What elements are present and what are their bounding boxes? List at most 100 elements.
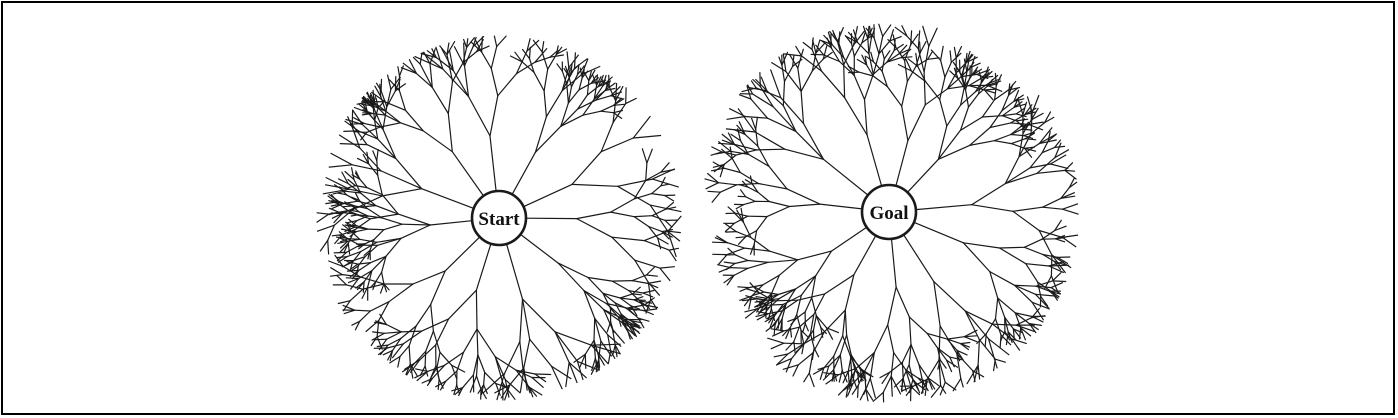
- tree-edge: [400, 224, 431, 239]
- tree-edge: [901, 105, 909, 142]
- tree-edge: [436, 366, 440, 379]
- tree-edge: [986, 83, 997, 87]
- tree-edge: [1020, 327, 1027, 341]
- tree-edge: [560, 108, 579, 127]
- tree-edge: [597, 354, 605, 366]
- tree-edge: [395, 157, 423, 190]
- tree-edge: [358, 103, 367, 111]
- tree-edge: [1043, 116, 1055, 124]
- tree-edge: [466, 38, 469, 49]
- tree-edge: [439, 380, 447, 391]
- tree-edge: [1056, 256, 1069, 264]
- tree-edge: [833, 370, 838, 382]
- tree-edge: [804, 323, 809, 332]
- tree-edge: [387, 74, 392, 90]
- tree-edge: [342, 200, 359, 205]
- tree-edge: [971, 68, 983, 77]
- tree-edge: [354, 131, 368, 133]
- tree-edge: [582, 110, 602, 116]
- tree-edge: [651, 185, 662, 195]
- tree-edge: [915, 52, 919, 67]
- tree-edge: [401, 223, 431, 226]
- tree-edge: [316, 213, 330, 223]
- tree-edge: [820, 326, 824, 338]
- tree-edge: [436, 351, 441, 368]
- tree-edge: [600, 340, 613, 357]
- tree-edge: [974, 82, 990, 93]
- tree-edge: [989, 271, 1016, 286]
- tree-edge: [1060, 187, 1070, 199]
- tree-edge: [651, 168, 675, 180]
- tree-edge: [435, 56, 454, 72]
- tree-edge: [421, 318, 450, 332]
- tree-edge: [869, 352, 875, 379]
- tree-edge: [1041, 206, 1064, 210]
- tree-edge: [576, 64, 580, 76]
- tree-edge: [933, 281, 941, 327]
- tree-edge: [543, 90, 548, 118]
- tree-edge: [426, 50, 437, 59]
- tree-edge: [605, 302, 621, 316]
- tree-edge: [881, 371, 891, 384]
- start-node-label: Start: [478, 209, 520, 230]
- tree-edge: [364, 239, 375, 245]
- tree-edge: [470, 41, 483, 53]
- tree-edge: [329, 274, 343, 277]
- tree-edge: [851, 384, 859, 395]
- tree-edge: [399, 345, 410, 358]
- tree-edge: [773, 353, 789, 358]
- tree-edge: [614, 85, 624, 102]
- tree-edge: [439, 45, 448, 56]
- tree-edge: [734, 212, 749, 217]
- tree-edge: [863, 73, 874, 101]
- tree-edge: [1030, 111, 1033, 135]
- tree-edge: [381, 217, 403, 225]
- tree-edge: [949, 70, 959, 80]
- tree-edge: [822, 158, 869, 196]
- tree-edge: [497, 72, 518, 97]
- tree-edge: [1001, 115, 1018, 122]
- tree-edge: [1007, 331, 1017, 341]
- tree-edge: [833, 335, 844, 357]
- tree-edge: [600, 104, 615, 112]
- tree-edge: [1007, 87, 1019, 96]
- goal-node: Goal: [860, 183, 918, 241]
- tree-edge: [845, 384, 849, 398]
- tree-edge: [568, 54, 579, 69]
- tree-edge: [804, 297, 813, 313]
- tree-edge: [734, 254, 749, 262]
- tree-edge: [356, 100, 371, 105]
- tree-edge: [1001, 113, 1017, 117]
- tree-edge: [910, 33, 919, 46]
- tree-edge: [397, 355, 401, 368]
- tree-edge: [453, 45, 466, 67]
- tree-edge: [633, 216, 650, 228]
- tree-edge: [325, 184, 350, 190]
- tree-edge: [593, 89, 606, 100]
- tree-edge: [373, 108, 384, 130]
- tree-edge: [723, 261, 736, 265]
- tree-edge: [412, 56, 421, 65]
- tree-edge: [782, 364, 800, 370]
- tree-edge: [841, 369, 848, 383]
- tree-edge: [872, 61, 883, 72]
- tree-edge: [351, 213, 372, 220]
- tree-edge: [515, 369, 530, 388]
- tree-edge: [366, 126, 381, 133]
- tree-edge: [744, 196, 756, 202]
- tree-edge: [614, 344, 618, 358]
- tree-edge: [523, 338, 531, 369]
- tree-edge: [1038, 229, 1053, 256]
- tree-edge: [568, 361, 587, 379]
- tree-edge: [939, 45, 944, 61]
- tree-edge: [836, 40, 845, 66]
- tree-edge: [739, 295, 753, 301]
- tree-edge: [886, 85, 903, 107]
- tree-edge: [918, 364, 929, 379]
- tree-edge: [338, 201, 357, 208]
- tree-edge: [643, 304, 659, 309]
- tree-edge: [372, 150, 378, 162]
- tree-edge: [339, 240, 349, 249]
- tree-edge: [619, 297, 635, 301]
- tree-edge: [757, 182, 788, 190]
